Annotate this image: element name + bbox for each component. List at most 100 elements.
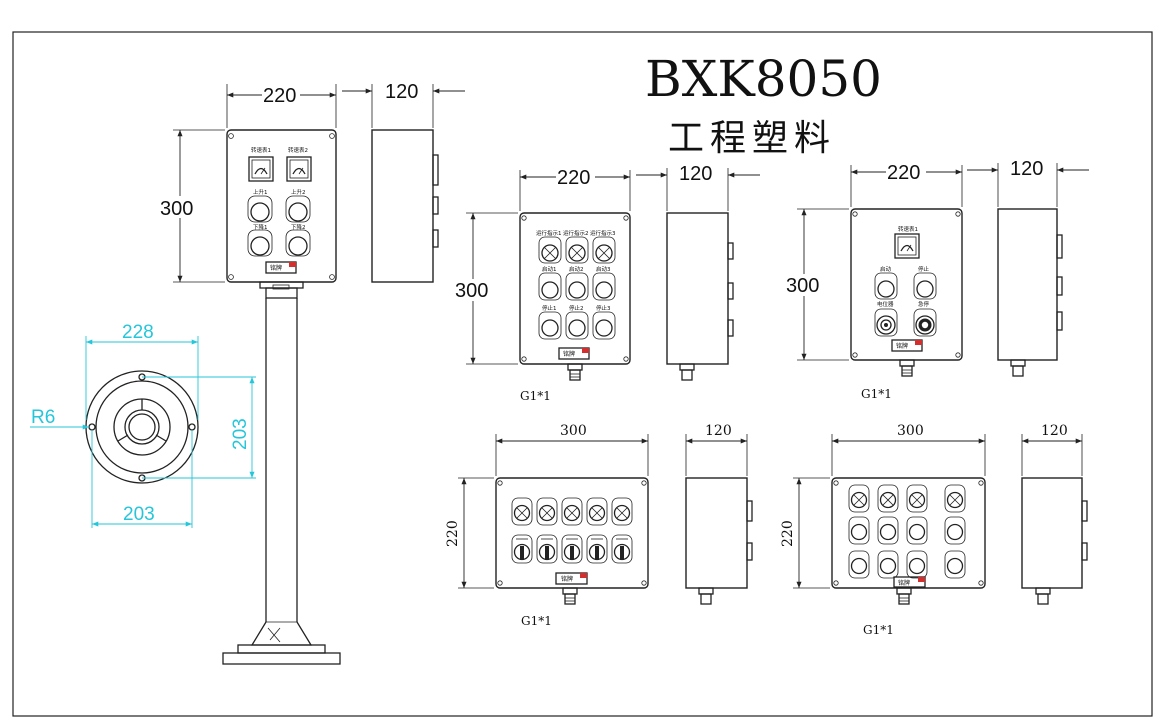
mid-label-run3: 运行指示3 [590,229,616,237]
right-label-pot: 电位器 [877,300,894,308]
tachometer-icon [248,156,274,182]
mid-label-run1: 运行指示1 [536,229,562,237]
mid-unit-front-view: 运行指示1 运行指示2 运行指示3 启动1 启动2 启动3 停止1 停止2 停止… [519,212,631,381]
svg-text:220: 220 [887,162,920,184]
left-unit-side-view [371,129,439,283]
indicator-lamp [944,484,966,513]
push-button [944,550,966,579]
right-unit-side-view [997,208,1063,377]
push-button [285,195,311,223]
bottom-right-width-dim: 300 [831,423,986,476]
svg-text:铭牌: 铭牌 [563,350,575,358]
right-height-dim: 300 [784,208,849,361]
mid-label-stop2: 停止2 [569,304,584,312]
cable-gland [562,587,578,605]
left-label-up2: 上升2 [291,188,306,196]
mounting-pole [222,281,341,665]
nameplate: 铭牌 [891,339,923,352]
push-button [565,311,589,340]
material-subtitle: 工程塑料 [668,118,836,159]
push-button [906,516,928,545]
bottom-right-depth-dim: 120 [1021,423,1083,476]
nameplate: 铭牌 [893,576,926,588]
push-button [848,516,870,545]
flange-outer-dim: 228 [85,322,199,420]
nameplate: 铭牌 [265,261,297,274]
mid-gland-label: G1*1 [520,389,551,403]
push-button [877,516,899,545]
svg-text:120: 120 [679,163,712,185]
bottom-left-unit-side-view [685,477,753,605]
left-width-dim: 220 [226,84,337,128]
push-button [906,550,928,579]
push-button [285,229,311,257]
bottom-right-unit-front-view: 铭牌 [831,477,986,605]
cable-gland [896,587,912,605]
left-height-dim: 300 [158,129,225,283]
mid-label-stop3: 停止3 [596,304,611,312]
bottom-right-gland-label: G1*1 [863,623,894,637]
mid-width-dim: 220 [519,167,631,211]
indicator-lamp [586,497,608,526]
push-button [848,550,870,579]
mid-label-stop1: 停止1 [542,304,557,312]
mid-height-dim: 300 [453,212,518,365]
svg-text:220: 220 [445,520,461,547]
right-unit-front-view: 转速表1 启动 停止 电位器 急停 铭牌 [850,208,963,377]
selector-switch [511,534,533,564]
left-label-down2: 下降2 [291,223,306,231]
selector-switch [586,534,608,564]
push-button [565,272,589,301]
svg-text:300: 300 [455,280,488,302]
mid-label-start2: 启动2 [569,265,584,273]
indicator-lamp [565,236,589,264]
push-button [538,311,562,340]
push-button [538,272,562,301]
model-title: BXK8050 [645,50,882,108]
mid-depth-dim: 120 [636,163,760,211]
indicator-lamp [538,236,562,264]
sheet-border [12,31,1153,717]
mid-label-start3: 启动3 [596,265,611,273]
selector-switch [561,534,583,564]
svg-text:铭牌: 铭牌 [561,575,573,583]
svg-text:220: 220 [557,167,590,189]
right-label-tach1: 转速表1 [898,225,918,233]
left-unit-front-view: 转速表1 转速表2 上升1 上升2 下降1 下降2 铭牌 [226,129,337,283]
push-button [247,229,273,257]
svg-text:铭牌: 铭牌 [896,342,908,350]
indicator-lamp [592,236,616,264]
svg-text:120: 120 [705,423,732,439]
right-width-dim: 220 [850,162,963,207]
nameplate: 铭牌 [558,347,590,360]
bottom-left-gland-label: G1*1 [521,614,552,628]
bottom-left-height-dim: 220 [445,477,494,589]
svg-text:228: 228 [122,322,154,343]
indicator-lamp [511,497,533,526]
svg-text:220: 220 [780,520,796,547]
svg-text:120: 120 [385,81,418,103]
mid-label-start1: 启动1 [542,265,557,273]
svg-text:300: 300 [897,423,924,439]
svg-text:220: 220 [263,85,296,107]
left-label-down1: 下降1 [253,223,268,231]
tachometer-icon [286,156,312,182]
svg-text:203: 203 [123,504,155,525]
svg-text:铭牌: 铭牌 [270,264,282,272]
bottom-left-unit-front-view: 铭牌 [495,477,649,605]
push-button [247,195,273,223]
svg-text:300: 300 [160,198,193,220]
indicator-lamp [877,484,899,513]
push-button [944,516,966,545]
bottom-left-width-dim: 300 [495,423,649,476]
indicator-lamp [536,497,558,526]
indicator-lamp [848,484,870,513]
indicator-lamp [906,484,928,513]
flange-bolt-v-dim: 203 [142,376,256,479]
push-button [913,272,937,300]
cable-gland [899,359,915,377]
left-label-up1: 上升1 [253,188,268,196]
bottom-right-height-dim: 220 [780,477,830,589]
mid-label-run2: 运行指示2 [563,229,589,237]
